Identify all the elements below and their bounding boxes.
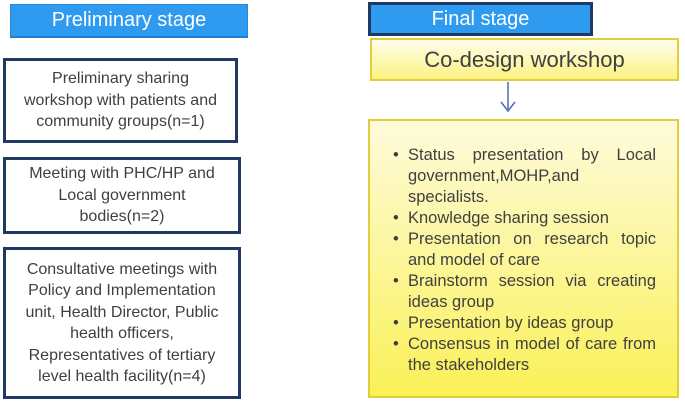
list-item-knowledge-sharing: Knowledge sharing session <box>384 208 656 229</box>
workshop-activities-list: Status presentation by Local government,… <box>370 121 677 376</box>
down-arrow-icon <box>497 81 519 115</box>
list-item-status-presentation: Status presentation by Local government,… <box>384 145 656 208</box>
list-item-ideas-presentation: Presentation by ideas group <box>384 313 656 334</box>
list-item-research-presentation: Presentation on research topic and model… <box>384 229 656 271</box>
workshop-activities-box: Status presentation by Local government,… <box>368 119 679 398</box>
codesign-workshop-box: Co-design workshop <box>370 38 679 81</box>
final-stage-header: Final stage <box>368 2 593 36</box>
preliminary-stage-header: Preliminary stage <box>10 4 248 38</box>
preliminary-box-phc-meeting: Meeting with PHC/HP and Local government… <box>3 157 241 234</box>
preliminary-box-sharing-workshop: Preliminary sharing workshop with patien… <box>3 58 238 143</box>
list-item-brainstorm-session: Brainstorm session via creating ideas gr… <box>384 271 656 313</box>
preliminary-box-consultative-meetings: Consultative meetings with Policy and Im… <box>3 247 241 399</box>
list-item-consensus: Consensus in model of care from the stak… <box>384 334 656 376</box>
